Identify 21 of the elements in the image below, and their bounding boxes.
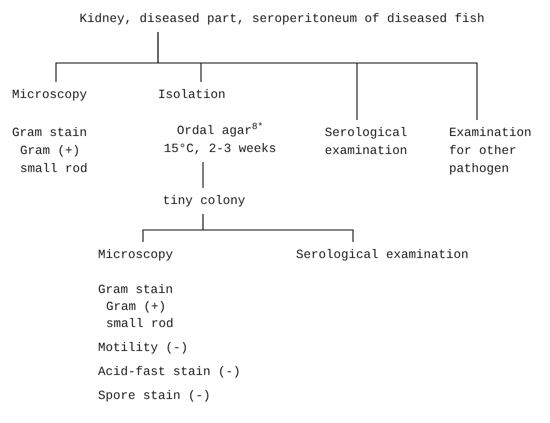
note-text: Gram (+) [19, 143, 82, 160]
note-text: Gram stain [12, 125, 88, 142]
connector-line [202, 214, 354, 242]
note-text: Gram (+) [105, 299, 168, 316]
node-text: tiny colony [162, 193, 246, 210]
node-text: Ordal agar$^{8*}$ 15°C, 2-3 weeks [162, 122, 278, 158]
note-text: Acid-fast stain (-) [98, 364, 242, 381]
node-text: Kidney, diseased part, seroperitoneum of diseased fish [78, 11, 486, 28]
note-text: small rod [105, 316, 175, 333]
note-text: small rod [19, 161, 89, 178]
node-text: Microscopy [12, 87, 88, 104]
node-text: Serological examination [324, 125, 408, 160]
note-text: Spore stain (-) [98, 388, 212, 405]
note-text: Motility (-) [98, 340, 190, 357]
node-text: Isolation [158, 87, 227, 104]
node-text: Serological examination [296, 247, 470, 264]
note-text: Gram stain [98, 282, 174, 299]
connector-line [202, 162, 204, 188]
node-text: Microscopy [98, 247, 174, 264]
node-text: Examination for other pathogen [449, 125, 533, 178]
connector-line [157, 32, 478, 120]
